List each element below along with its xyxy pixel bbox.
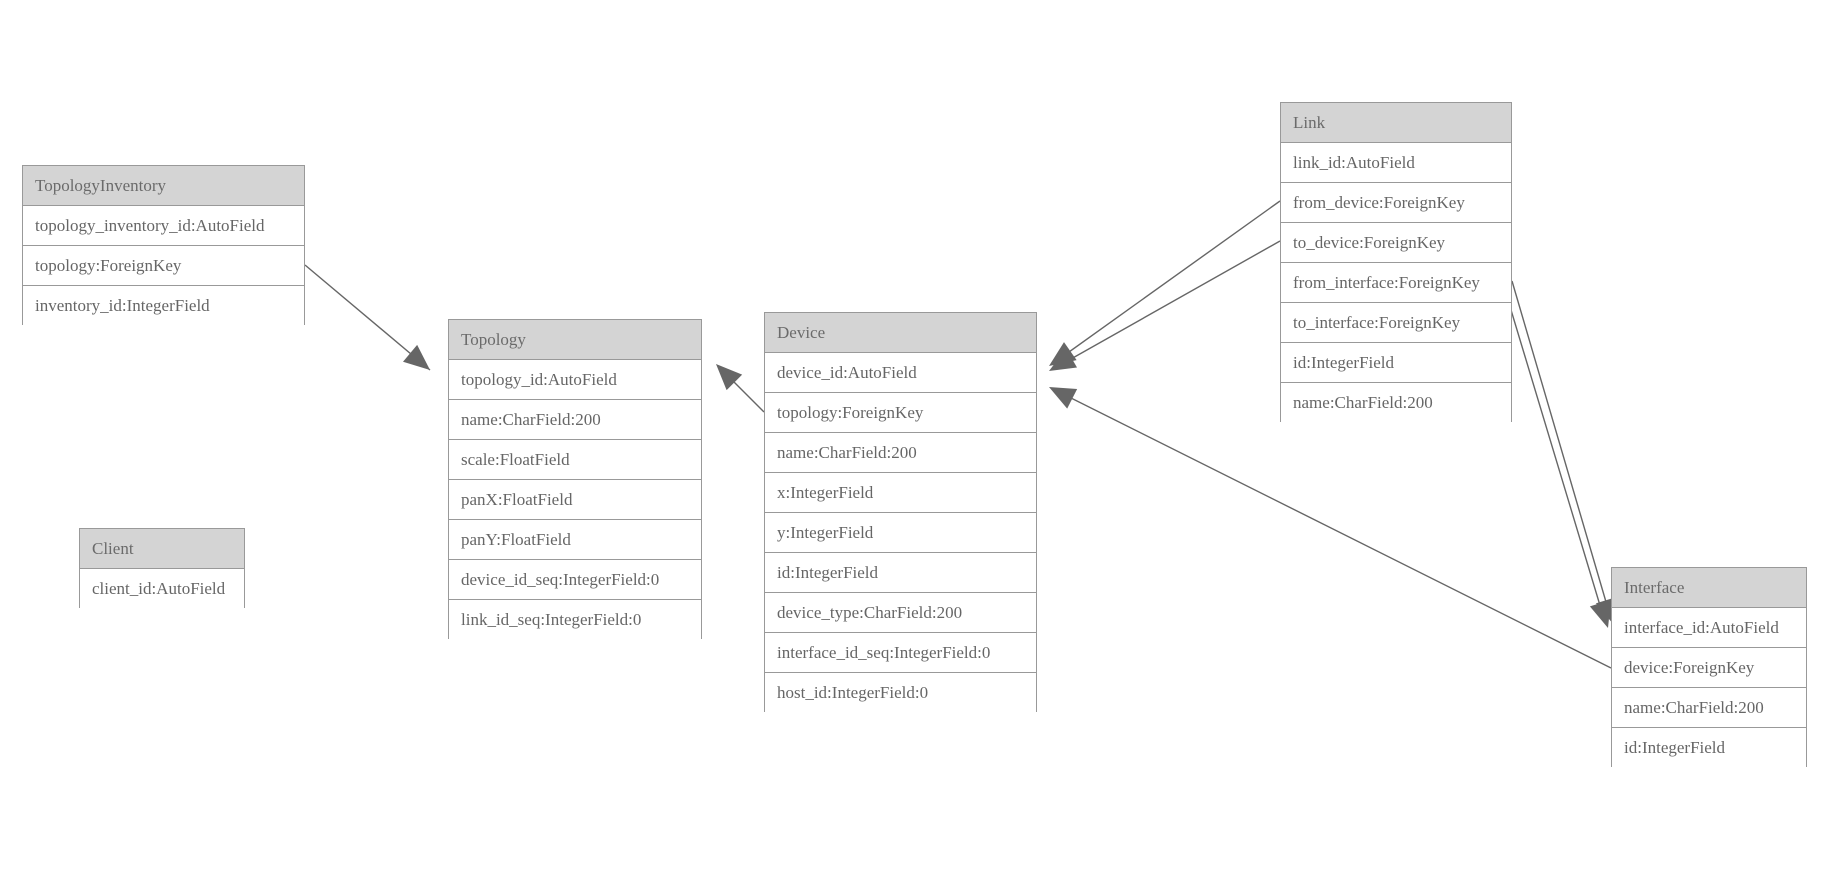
field-row[interactable]: from_device:ForeignKey: [1281, 183, 1511, 223]
field-row[interactable]: name:CharField:200: [449, 400, 701, 440]
field-row[interactable]: to_interface:ForeignKey: [1281, 303, 1511, 343]
field-row[interactable]: interface_id:AutoField: [1612, 608, 1806, 648]
field-row[interactable]: link_id_seq:IntegerField:0: [449, 600, 701, 640]
relationship-edge-link-to_interface: [1504, 289, 1606, 623]
relationship-arrowhead-interface-device: [1049, 387, 1078, 409]
field-row[interactable]: to_device:ForeignKey: [1281, 223, 1511, 263]
field-row[interactable]: scale:FloatField: [449, 440, 701, 480]
entity-fields-client: client_id:AutoField: [80, 569, 244, 609]
field-row[interactable]: inventory_id:IntegerField: [23, 286, 304, 326]
relationship-arrowhead-link-to_device: [1049, 348, 1078, 371]
relationship-edge-link-from_device: [1054, 200, 1281, 363]
relationship-arrowhead-link-from_device: [1049, 342, 1077, 366]
field-row[interactable]: id:IntegerField: [1612, 728, 1806, 768]
relationship-edge-link-from_interface: [1511, 280, 1612, 620]
relationship-arrowhead-device-topology: [716, 364, 743, 391]
field-row[interactable]: link_id:AutoField: [1281, 143, 1511, 183]
relationship-arrowhead-topologyinventory-topology: [403, 344, 430, 370]
field-row[interactable]: from_interface:ForeignKey: [1281, 263, 1511, 303]
entity-title-interface: Interface: [1612, 568, 1806, 608]
field-row[interactable]: device_id_seq:IntegerField:0: [449, 560, 701, 600]
field-row[interactable]: name:CharField:200: [765, 433, 1036, 473]
field-row[interactable]: device_id:AutoField: [765, 353, 1036, 393]
field-row[interactable]: x:IntegerField: [765, 473, 1036, 513]
relationship-edge-link-to_device: [1054, 240, 1281, 369]
relationship-edge-topologyinventory-topology: [304, 264, 431, 371]
field-row[interactable]: device:ForeignKey: [1612, 648, 1806, 688]
field-row[interactable]: device_type:CharField:200: [765, 593, 1036, 633]
field-row[interactable]: name:CharField:200: [1612, 688, 1806, 728]
field-row[interactable]: panY:FloatField: [449, 520, 701, 560]
entity-title-device: Device: [765, 313, 1036, 353]
entity-title-topology: Topology: [449, 320, 701, 360]
field-row[interactable]: panX:FloatField: [449, 480, 701, 520]
field-row[interactable]: y:IntegerField: [765, 513, 1036, 553]
relationship-edge-device-topology: [721, 369, 765, 413]
entity-title-client: Client: [80, 529, 244, 569]
field-row[interactable]: interface_id_seq:IntegerField:0: [765, 633, 1036, 673]
field-row[interactable]: topology:ForeignKey: [23, 246, 304, 286]
field-row[interactable]: client_id:AutoField: [80, 569, 244, 609]
field-row[interactable]: topology_inventory_id:AutoField: [23, 206, 304, 246]
relationship-edge-interface-device: [1054, 389, 1612, 669]
field-row[interactable]: name:CharField:200: [1281, 383, 1511, 423]
entity-title-topologyinventory: TopologyInventory: [23, 166, 304, 206]
field-row[interactable]: topology_id:AutoField: [449, 360, 701, 400]
field-row[interactable]: topology:ForeignKey: [765, 393, 1036, 433]
entity-title-link: Link: [1281, 103, 1511, 143]
field-row[interactable]: id:IntegerField: [765, 553, 1036, 593]
field-row[interactable]: host_id:IntegerField:0: [765, 673, 1036, 713]
field-row[interactable]: id:IntegerField: [1281, 343, 1511, 383]
